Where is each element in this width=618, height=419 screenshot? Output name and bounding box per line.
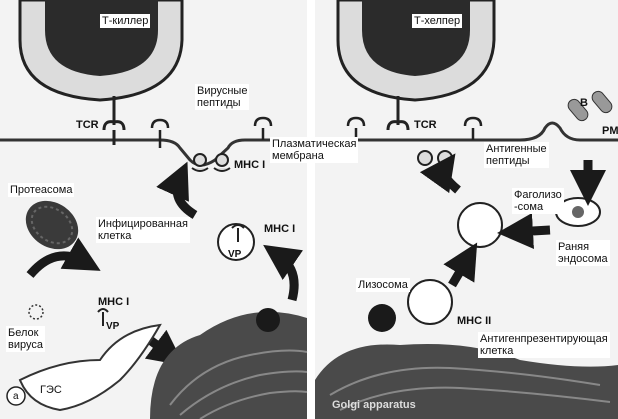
lysosome-shape — [368, 304, 396, 332]
virus-b-shapes — [567, 90, 613, 122]
tcr-receptor-left — [102, 120, 126, 145]
vp-left-label: VP — [106, 321, 120, 332]
viral-peptides-label: Вирусные пептиды — [195, 84, 250, 110]
mhc1-cluster-top — [191, 153, 231, 172]
t-killer-label: Т-киллер — [100, 14, 151, 28]
virus-protein-label: Белок вируса — [6, 326, 45, 352]
ges-er-left — [18, 323, 162, 412]
early-endosome-label: Раняя эндосома — [556, 240, 610, 266]
arrow-phago-up — [419, 153, 461, 194]
arrow-vesicle-to-phago — [443, 242, 478, 288]
mhc-receptor-left — [150, 118, 170, 148]
mhc2-vesicle — [407, 279, 453, 325]
vp-mhc-left — [97, 308, 109, 326]
golgi-mass — [315, 344, 618, 419]
plasma-membrane-label: Плазматическая мембрана — [270, 137, 359, 163]
arrow-endo-to-phago — [497, 213, 551, 249]
vp-vesicle-mid — [217, 223, 255, 261]
phagolysosome-label: Фаголизо -сома — [512, 188, 564, 214]
proteasome-shape — [25, 200, 79, 250]
mhc1-mid-label: MHC I — [264, 223, 296, 235]
tcr-receptor-right — [386, 120, 410, 131]
lysosome-dark-left — [256, 308, 280, 332]
right-panel — [315, 0, 618, 419]
ges-label: ГЭС — [40, 384, 62, 396]
tcr-label-right: TCR — [414, 119, 437, 131]
er-mass — [150, 311, 308, 419]
infected-cell-label: Инфицированная клетка — [96, 217, 190, 243]
mhc1-left-label: MHC I — [98, 296, 130, 308]
t-helper-label: Т-хелпер — [412, 14, 463, 28]
antigen-peptides-label: Антигенные пептиды — [484, 142, 549, 168]
mhc2-cluster-top — [417, 150, 453, 166]
mhc-receptor-right — [253, 116, 273, 140]
tcr-label-left: TCR — [76, 119, 99, 131]
proteasome-label: Протеасома — [8, 183, 75, 197]
panel-a-badge — [6, 386, 26, 406]
vp-mid-label: VP — [228, 249, 242, 260]
endosome-content — [572, 206, 584, 218]
virus-protein-shape — [28, 304, 44, 320]
mhc1-top-label: MHC I — [234, 159, 266, 171]
apc-label: Антигенпрезентирующая клетка — [478, 332, 610, 358]
arrow-to-er — [144, 329, 185, 366]
left-panel — [0, 0, 308, 419]
arrow-er-to-vesicle — [263, 244, 304, 302]
pm-label: PM — [602, 125, 618, 137]
lysosome-label: Лизосома — [356, 278, 410, 292]
panel-a-label: а — [13, 391, 19, 402]
panel-divider — [307, 0, 315, 419]
phagolysosome-shape — [457, 202, 503, 248]
arrow-proteasome — [26, 237, 101, 278]
b-label: B — [580, 97, 588, 109]
plasma-membrane-right — [315, 121, 618, 142]
mhc2-label: MHC II — [457, 315, 492, 327]
arrow-vesicle-up — [156, 161, 198, 219]
golgi-label: Golgi apparatus — [332, 399, 416, 411]
